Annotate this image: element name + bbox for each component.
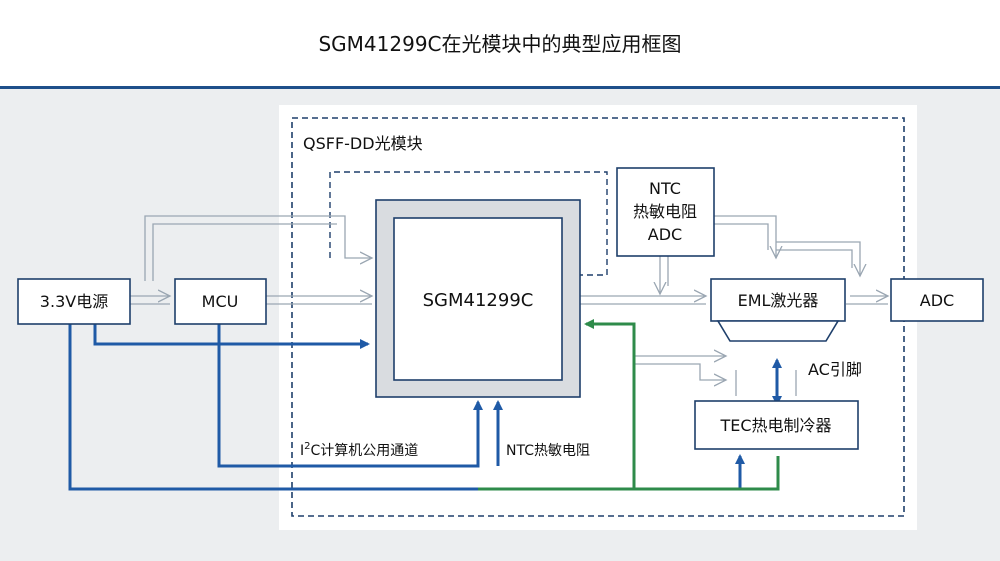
power-supply-label: 3.3V电源	[40, 292, 108, 311]
ntc-adc-label-2: 热敏电阻	[633, 202, 697, 221]
ntc-sense-line	[478, 319, 780, 491]
mcu-block	[174, 278, 267, 325]
module-label: QSFF-DD光模块	[303, 134, 423, 153]
hollow-connectors	[130, 215, 888, 396]
ntc-resistor-label: NTC热敏电阻	[506, 443, 590, 459]
chip-inner-block	[393, 217, 563, 381]
adc-block	[890, 278, 984, 322]
eml-laser-label: EML激光器	[738, 291, 819, 310]
tec-label: TEC热电制冷器	[719, 416, 831, 435]
i2c-channel-label: I2C计算机公用通道	[300, 441, 418, 459]
eml-laser-base	[716, 320, 840, 342]
mcu-label: MCU	[202, 292, 239, 311]
ac-pin-label: AC引脚	[808, 360, 862, 379]
tec-block	[694, 400, 859, 450]
ntc-adc-block	[616, 167, 715, 257]
ntc-adc-label-1: NTC	[649, 179, 681, 198]
header-divider	[0, 86, 1000, 89]
page-title: SGM41299C在光模块中的典型应用框图	[318, 32, 682, 56]
power-and-i2c-lines	[68, 322, 782, 491]
power-supply-block	[17, 278, 131, 325]
inner-dashed-bracket	[329, 171, 608, 276]
adc-label: ADC	[920, 291, 954, 310]
chip-label: SGM41299C	[423, 290, 534, 311]
ntc-adc-label-3: ADC	[648, 225, 682, 244]
